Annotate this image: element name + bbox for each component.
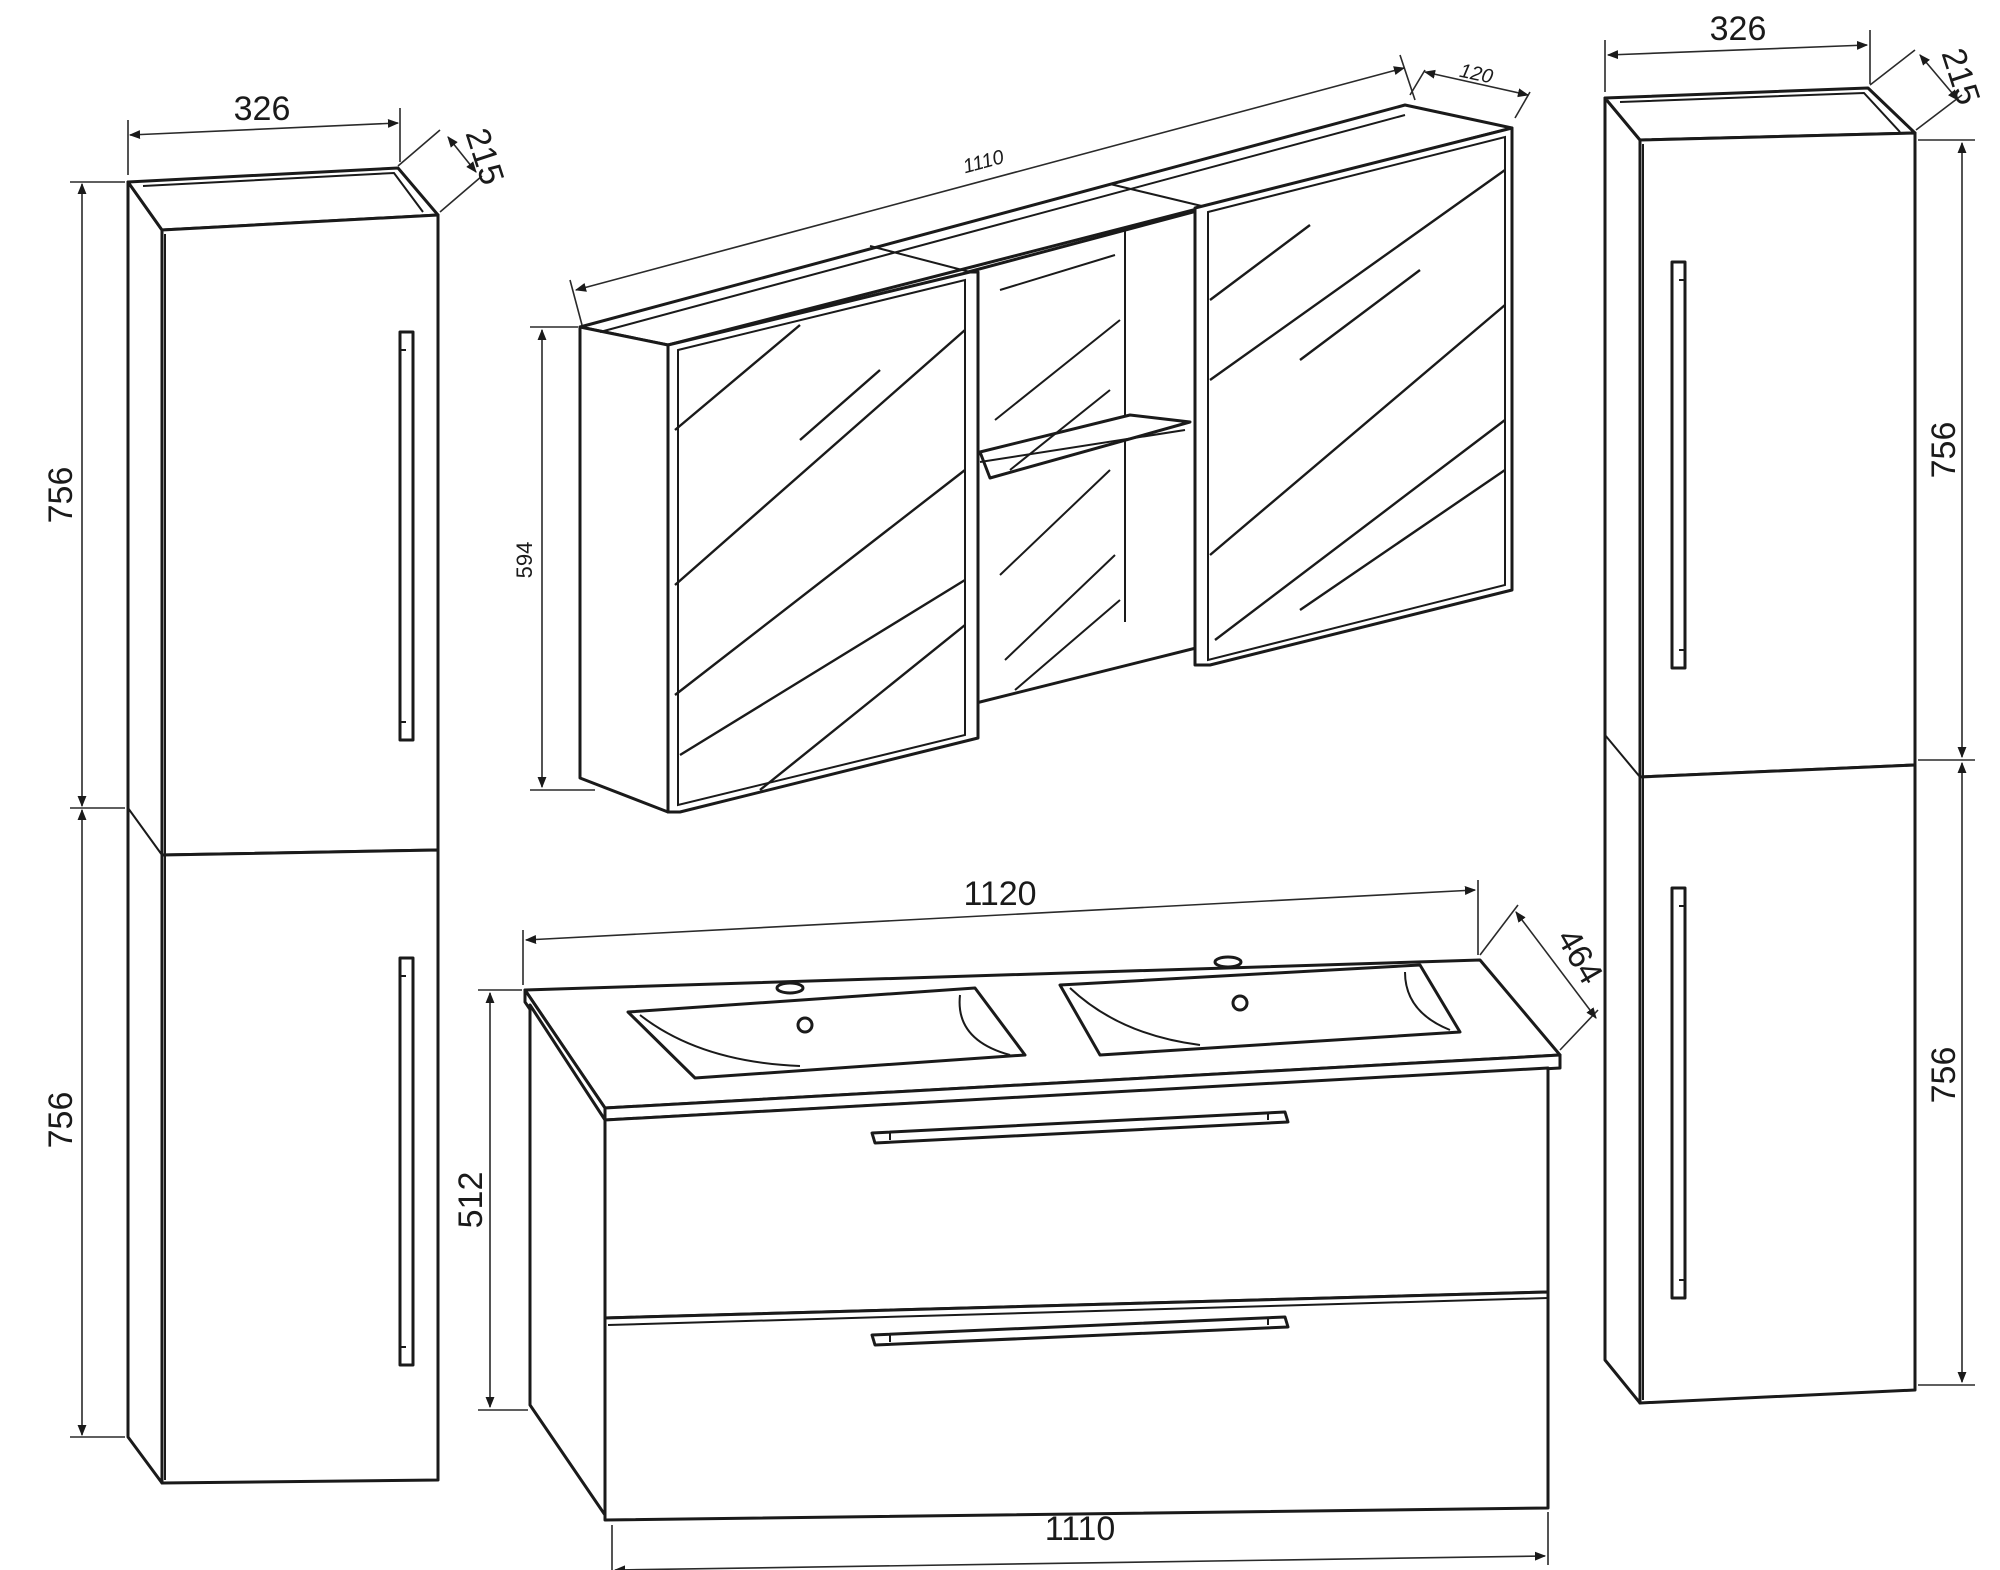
right-cabinet-height-dimensions: 756 756 <box>1918 139 1975 1386</box>
vanity-lower-drawer <box>603 1290 1550 1522</box>
right-cabinet-upper-height-label: 756 <box>1925 422 1963 479</box>
mirror-depth-dimension: 120 <box>1409 60 1531 119</box>
right-cabinet-lower-handle <box>1670 886 1687 1300</box>
mirror-height-label: 594 <box>512 542 537 579</box>
right-cabinet-side-panel <box>1603 96 1642 1405</box>
mirror-cabinet: 1110 120 594 <box>512 54 1531 814</box>
right-cabinet-top <box>1603 86 1917 142</box>
vanity-height-label: 512 <box>452 1172 490 1229</box>
vanity-width-label: 1110 <box>1045 1510 1116 1548</box>
left-door-reflection-lines <box>674 324 966 791</box>
right-cabinet-lower-door <box>1638 763 1917 1405</box>
left-cabinet-width-label: 326 <box>234 90 291 128</box>
left-cabinet-depth-label: 215 <box>458 124 512 190</box>
left-cabinet-lower-height-label: 756 <box>42 1092 80 1149</box>
right-cabinet-upper-handle <box>1670 260 1687 670</box>
left-cabinet-upper-handle <box>398 330 415 742</box>
mirror-cabinet-left-side <box>578 325 670 814</box>
left-cabinet-lower-handle <box>398 956 415 1367</box>
mirror-depth-label: 120 <box>1458 60 1495 88</box>
right-basin <box>1058 955 1462 1057</box>
left-cabinet-height-dimensions: 756 756 <box>42 181 125 1438</box>
mirror-height-dimension: 594 <box>512 326 595 791</box>
lower-drawer-handle <box>870 1315 1290 1347</box>
vanity-unit: 1120 464 512 1110 <box>452 875 1610 1570</box>
vanity-height-dimension: 512 <box>452 989 528 1411</box>
right-cabinet-upper-door <box>1638 131 1917 779</box>
mirror-cabinet-left-door <box>666 270 980 814</box>
left-cabinet-upper-door <box>160 213 440 857</box>
left-cabinet-lower-door <box>160 848 440 1485</box>
left-cabinet-upper-height-label: 756 <box>42 467 80 524</box>
upper-drawer-handle <box>870 1110 1290 1145</box>
sink-width-label: 1120 <box>963 875 1036 913</box>
right-cabinet-lower-height-label: 756 <box>1925 1047 1963 1104</box>
left-cabinet-width-dimension: 326 <box>127 90 401 175</box>
vanity-width-dimension: 1110 <box>611 1510 1549 1570</box>
mirror-cabinet-right-door <box>1193 126 1514 667</box>
sink-countertop-front <box>603 1053 1562 1122</box>
sink-depth-label: 464 <box>1549 922 1610 990</box>
sink-width-dimension: 1120 <box>522 875 1479 985</box>
right-cabinet-depth-label: 215 <box>1934 44 1988 110</box>
right-cabinet-width-label: 326 <box>1710 10 1767 48</box>
left-basin <box>626 981 1027 1080</box>
right-cabinet-width-dimension: 326 <box>1604 10 1871 92</box>
left-tall-cabinet: 326 215 756 756 <box>42 90 512 1485</box>
mirror-width-label: 1110 <box>961 146 1007 178</box>
right-tall-cabinet: 326 215 756 756 <box>1603 10 1988 1405</box>
